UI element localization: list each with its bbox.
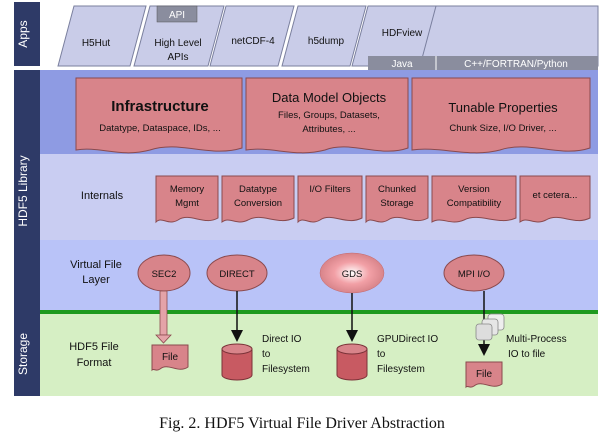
hdf5-file-format-label-line1: HDF5 File bbox=[69, 341, 119, 353]
app-tab-h5dump: h5dump bbox=[281, 5, 367, 67]
svg-text:Datatype, Dataspace, IDs, ...: Datatype, Dataspace, IDs, ... bbox=[99, 123, 220, 134]
library-band-label-bg bbox=[14, 70, 40, 312]
disk-direct bbox=[221, 343, 253, 381]
disk-gds bbox=[336, 343, 368, 381]
svg-text:et cetera...: et cetera... bbox=[533, 190, 578, 201]
svg-text:File: File bbox=[476, 369, 493, 380]
svg-text:Chunked: Chunked bbox=[378, 184, 416, 195]
svg-text:H5Hut: H5Hut bbox=[82, 38, 111, 49]
internal-item-chunked-storage: Chunked Storage bbox=[365, 175, 429, 224]
vfl-row-bg bbox=[40, 240, 598, 312]
svg-text:HDFview: HDFview bbox=[382, 28, 423, 39]
svg-text:Tunable Properties: Tunable Properties bbox=[448, 100, 558, 115]
app-tab-high-level-apis: API High Level APIs bbox=[133, 5, 225, 67]
driver-direct: DIRECT bbox=[206, 254, 268, 292]
storage-band-label-bg bbox=[14, 312, 40, 396]
direct-io-label-line2: to bbox=[262, 349, 271, 360]
svg-text:GDS: GDS bbox=[342, 269, 363, 280]
file-document-sec2: File bbox=[151, 344, 189, 372]
svg-text:High Level: High Level bbox=[154, 38, 201, 49]
library-band-label: HDF5 Library bbox=[16, 155, 30, 226]
infrastructure-box: Infrastructure Datatype, Dataspace, IDs,… bbox=[75, 77, 243, 154]
process-stack-icon bbox=[475, 313, 505, 341]
svg-text:Files, Groups, Datasets,: Files, Groups, Datasets, bbox=[278, 110, 380, 121]
driver-sec2: SEC2 bbox=[137, 254, 191, 292]
multi-process-label-line2: IO to file bbox=[508, 349, 546, 360]
svg-text:Memory: Memory bbox=[170, 184, 205, 195]
direct-io-label-line1: Direct IO bbox=[262, 334, 302, 345]
figure-caption: Fig. 2. HDF5 Virtual File Driver Abstrac… bbox=[159, 415, 445, 432]
svg-text:Data Model Objects: Data Model Objects bbox=[272, 90, 387, 105]
svg-text:I/O Filters: I/O Filters bbox=[309, 184, 350, 195]
svg-text:h5dump: h5dump bbox=[308, 36, 345, 47]
svg-text:DIRECT: DIRECT bbox=[219, 269, 255, 280]
gpudirect-io-label-line3: Filesystem bbox=[377, 364, 425, 375]
svg-text:SEC2: SEC2 bbox=[152, 269, 177, 280]
driver-gds: GDS bbox=[319, 252, 385, 294]
driver-mpi-io: MPI I/O bbox=[443, 254, 505, 292]
gpudirect-io-label-line1: GPUDirect IO bbox=[377, 334, 438, 345]
tunable-properties-box: Tunable Properties Chunk Size, I/O Drive… bbox=[411, 77, 591, 154]
vfl-label-line1: Virtual File bbox=[70, 259, 122, 271]
svg-text:Version: Version bbox=[458, 184, 490, 195]
language-bar: Java C++/FORTRAN/Python bbox=[368, 56, 598, 70]
svg-text:Compatibility: Compatibility bbox=[447, 198, 502, 209]
svg-text:Chunk Size, I/O Driver, ...: Chunk Size, I/O Driver, ... bbox=[449, 123, 556, 134]
api-subtab bbox=[156, 5, 198, 23]
internal-item-version-compatibility: Version Compatibility bbox=[431, 175, 517, 223]
data-model-box: Data Model Objects Files, Groups, Datase… bbox=[245, 77, 409, 154]
svg-text:netCDF-4: netCDF-4 bbox=[231, 36, 275, 47]
svg-text:Conversion: Conversion bbox=[234, 198, 282, 209]
svg-text:Storage: Storage bbox=[380, 198, 413, 209]
file-document-mpi: File bbox=[465, 361, 503, 389]
direct-io-label-line3: Filesystem bbox=[262, 364, 310, 375]
internal-item-et-cetera: et cetera... bbox=[519, 175, 591, 223]
multi-process-label-line1: Multi-Process bbox=[506, 334, 567, 345]
app-tab-h5hut: H5Hut bbox=[57, 5, 147, 67]
svg-text:Datatype: Datatype bbox=[239, 184, 277, 195]
internal-item-datatype-conversion: Datatype Conversion bbox=[221, 175, 295, 223]
language-cpp: C++/FORTRAN/Python bbox=[464, 59, 568, 70]
svg-text:API: API bbox=[169, 10, 185, 21]
app-tab-netcdf4: netCDF-4 bbox=[209, 5, 295, 67]
svg-text:Infrastructure: Infrastructure bbox=[111, 98, 209, 115]
svg-text:Attributes, ...: Attributes, ... bbox=[302, 124, 355, 135]
vfl-label-line2: Layer bbox=[82, 274, 110, 286]
internal-item-io-filters: I/O Filters bbox=[297, 175, 363, 224]
language-java: Java bbox=[391, 59, 413, 70]
svg-text:File: File bbox=[162, 352, 179, 363]
hdf5-file-format-label-line2: Format bbox=[77, 357, 112, 369]
gpudirect-io-label-line2: to bbox=[377, 349, 386, 360]
arrow-sec2-to-file bbox=[155, 290, 172, 344]
apps-band-label: Apps bbox=[16, 20, 30, 47]
svg-text:MPI I/O: MPI I/O bbox=[458, 269, 490, 280]
apps-band-bg bbox=[14, 2, 40, 66]
svg-text:APIs: APIs bbox=[167, 52, 188, 63]
internals-label: Internals bbox=[81, 190, 124, 202]
storage-band-label: Storage bbox=[16, 333, 30, 375]
svg-text:Mgmt: Mgmt bbox=[175, 198, 199, 209]
internal-item-memory-mgmt: Memory Mgmt bbox=[155, 175, 219, 224]
storage-divider-line bbox=[40, 310, 598, 314]
